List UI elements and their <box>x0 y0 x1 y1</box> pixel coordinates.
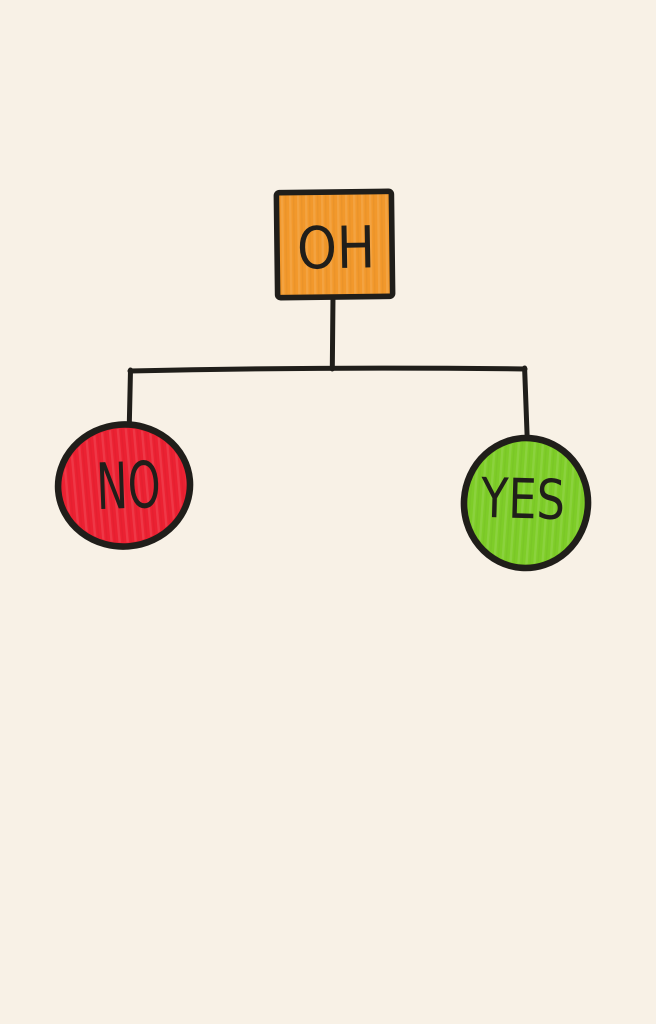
yes-circle-marker-texture <box>467 442 585 564</box>
edge-horizontal-bar <box>127 365 528 374</box>
yes-label: YES <box>479 466 565 532</box>
oh-label: OH <box>296 213 375 282</box>
node-oh <box>273 188 396 301</box>
node-labels: OH NO YES <box>95 213 566 532</box>
edge-drop-to-no <box>126 367 133 427</box>
edge-drop-to-yes <box>522 365 530 441</box>
node-yes <box>460 434 592 572</box>
node-no <box>54 421 194 550</box>
no-circle-marker-texture <box>62 428 187 543</box>
edge-root-stub <box>329 293 336 372</box>
oh-box-marker-texture <box>279 194 390 295</box>
no-label: NO <box>95 449 162 525</box>
connector-lines <box>126 293 530 441</box>
